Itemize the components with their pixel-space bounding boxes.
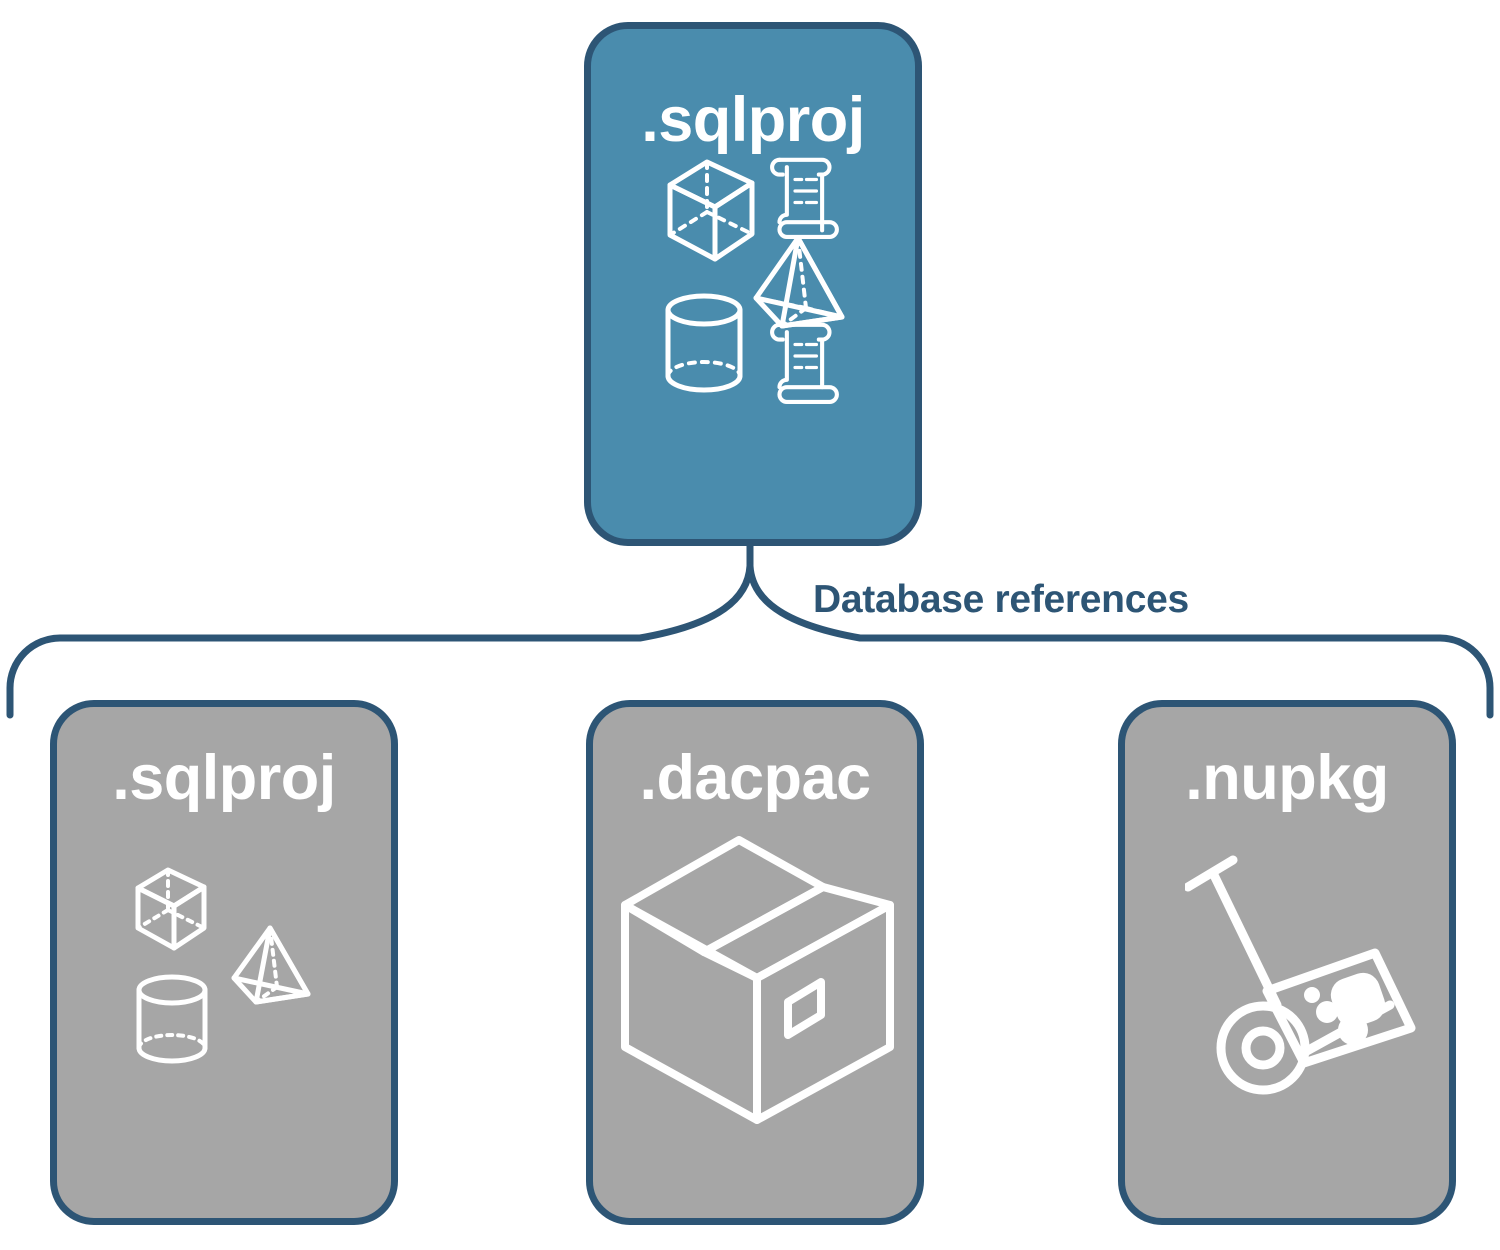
scroll-icon (770, 322, 839, 404)
node-title-sqlproj-root: .sqlproj (641, 85, 865, 155)
icon-group-hand-truck (1183, 855, 1425, 1105)
pyramid-icon (231, 925, 311, 1005)
icon-group-database-objects-gray (130, 860, 335, 1070)
node-sqlproj-reference[interactable]: .sqlproj (50, 700, 398, 1225)
scroll-icon (770, 157, 839, 239)
connector-label-database-references: Database references (813, 578, 1189, 621)
cube-icon (667, 159, 755, 262)
node-dacpac-reference[interactable]: .dacpac (586, 700, 924, 1225)
node-title-dacpac: .dacpac (639, 743, 871, 813)
package-box-icon (621, 836, 894, 1124)
node-title-nupkg: .nupkg (1185, 743, 1389, 813)
cylinder-icon (665, 293, 743, 393)
cylinder-icon (136, 974, 208, 1064)
icon-group-database-objects (660, 150, 850, 415)
nuget-package-icon (1262, 948, 1416, 1068)
node-nupkg-reference[interactable]: .nupkg (1118, 700, 1456, 1225)
pyramid-icon (753, 235, 845, 329)
node-sqlproj-root[interactable]: .sqlproj (584, 22, 922, 546)
node-title-sqlproj-reference: .sqlproj (112, 743, 336, 813)
database-references-connector (6, 542, 1494, 719)
icon-group-package-box (620, 835, 895, 1125)
cube-icon (135, 867, 207, 951)
